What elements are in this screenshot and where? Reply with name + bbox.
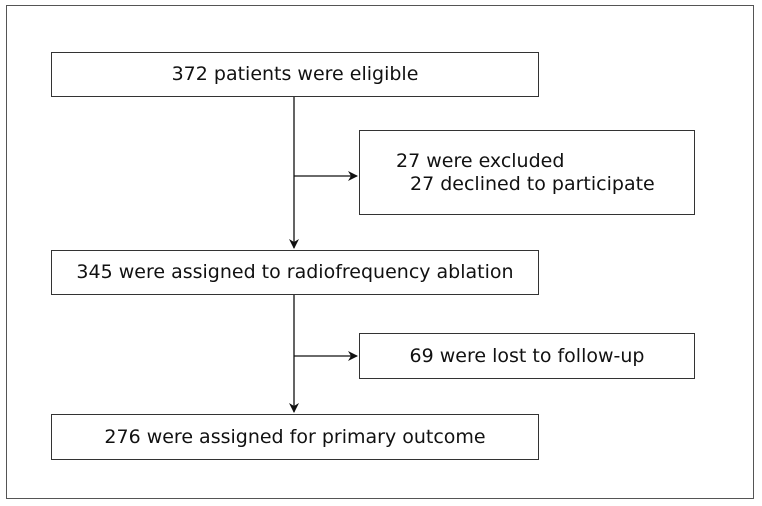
eligible-box: 372 patients were eligible [51, 52, 539, 97]
assigned-text: 345 were assigned to radiofrequency abla… [76, 261, 514, 284]
excluded-title: 27 were excluded [396, 149, 565, 172]
assigned-box: 345 were assigned to radiofrequency abla… [51, 250, 539, 295]
primary-outcome-text: 276 were assigned for primary outcome [104, 425, 486, 448]
primary-outcome-box: 276 were assigned for primary outcome [51, 414, 539, 460]
diagram-frame [6, 5, 754, 499]
excluded-reason: 27 declined to participate [410, 172, 655, 195]
excluded-box: 27 were excluded 27 declined to particip… [359, 130, 695, 215]
lost-text: 69 were lost to follow-up [409, 344, 645, 367]
lost-box: 69 were lost to follow-up [359, 333, 695, 379]
eligible-text: 372 patients were eligible [171, 63, 419, 86]
